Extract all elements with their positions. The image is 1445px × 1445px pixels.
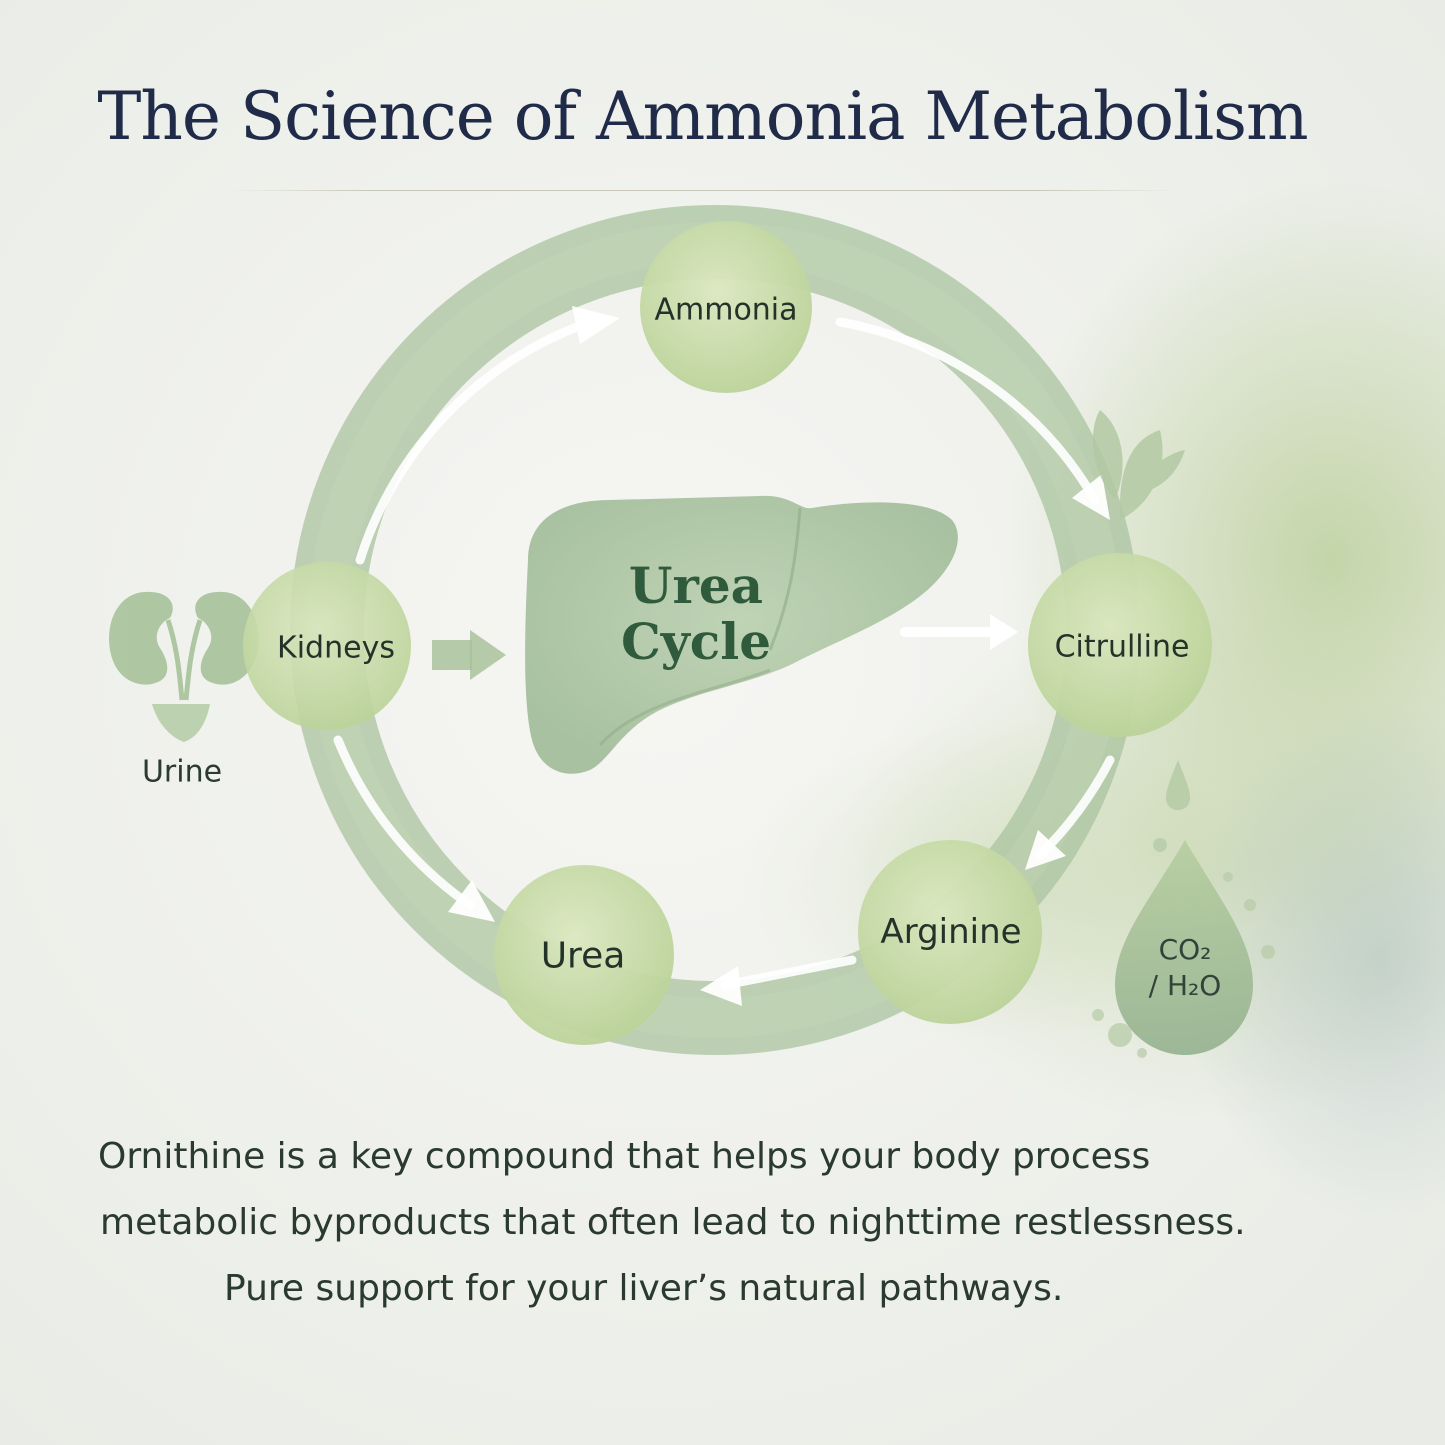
- arginine-label: Arginine: [880, 912, 1022, 952]
- bladder-icon: [152, 704, 210, 742]
- kidneys-icon: [109, 591, 259, 701]
- node-urea: [494, 865, 674, 1045]
- description-line2: metabolic byproducts that often lead to …: [100, 1202, 1246, 1243]
- arrowhead-citrulline: [1072, 474, 1110, 520]
- title-divider: [228, 190, 1178, 191]
- page-title: The Science of Ammonia Metabolism: [97, 78, 1308, 155]
- node-arginine: [858, 840, 1042, 1024]
- byproduct-line1: CO₂: [1158, 933, 1212, 966]
- arrow-arginine-to-urea: [720, 955, 857, 990]
- urea-cycle-title: Urea Cycle: [621, 558, 771, 670]
- arrowhead-ammonia: [572, 306, 620, 344]
- byproduct-line2: / H₂O: [1148, 969, 1222, 1002]
- description-line3: Pure support for your liver’s natural pa…: [224, 1268, 1064, 1309]
- kidneys-to-liver-arrow: [432, 630, 506, 680]
- node-citrulline: [1028, 553, 1212, 737]
- urea-cycle-title-line1: Urea: [628, 556, 764, 615]
- urea-label: Urea: [540, 935, 626, 977]
- liver-icon: [525, 495, 958, 774]
- urine-label: Urine: [141, 754, 223, 790]
- urea-cycle-title-line2: Cycle: [620, 612, 772, 671]
- water-drop-icon: [1092, 760, 1275, 1058]
- node-ammonia: [640, 221, 812, 393]
- arrow-ammonia-to-citrulline: [835, 317, 1100, 505]
- liver-to-citrulline-arrow: [900, 614, 1018, 650]
- node-circles: [243, 221, 1212, 1045]
- description-line1: Ornithine is a key compound that helps y…: [98, 1136, 1151, 1177]
- arrowhead-urea: [700, 966, 742, 1006]
- flow-arrows: [333, 317, 1115, 990]
- arrow-kidneys-to-ammonia: [355, 317, 595, 565]
- byproduct-label: CO₂ / H₂O: [1149, 932, 1222, 1004]
- ammonia-label: Ammonia: [654, 292, 798, 328]
- kidneys-label: Kidneys: [277, 630, 395, 666]
- citrulline-label: Citrulline: [1054, 629, 1190, 665]
- leaf-icon: [1092, 410, 1185, 520]
- node-kidneys: [243, 562, 411, 730]
- arrowhead-arginine: [1025, 830, 1066, 870]
- arrow-kidneys-to-urea: [333, 735, 475, 910]
- arrowhead-urea-left: [448, 880, 495, 922]
